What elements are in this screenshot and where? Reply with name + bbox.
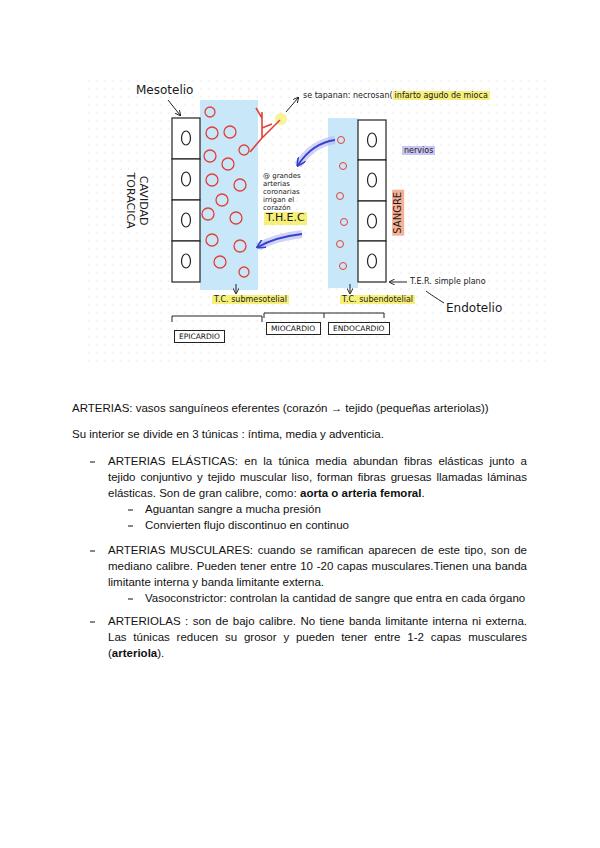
layer-name: MIOCARDIO [271,324,316,333]
tissue-label: T.C. subendotelial [340,295,415,304]
text-run: Su interior se divide en 3 túnicas : ínt… [72,428,384,440]
leader-arrow [390,282,407,283]
layer-name: EPICARDIO [179,332,220,341]
text-run: ARTERIAS MUSCULARES: cuando se ramifican… [108,544,527,588]
bracket [264,313,384,318]
blood-label: SANGRE [392,190,404,236]
bullet-dashes [90,462,133,622]
coronary-artery [250,108,280,152]
text-run: ARTERIAS: vasos sanguíneos eferentes (co… [72,402,489,414]
leader-arrow [168,100,180,115]
bullet-text: ARTERIAS ELÁSTICAS: en la túnica media a… [108,453,527,501]
cell-nuclei [368,133,377,268]
epithelium-label: T.E.R. simple plano [410,277,486,286]
heading-line: ARTERIAS: vasos sanguíneos eferentes (co… [72,400,542,416]
leader-arrow [236,284,237,293]
text-run: Vasoconstrictor: controlan la cantidad d… [145,592,525,604]
leader-arrow [286,98,298,112]
connective-band [200,100,258,290]
highlight-note: infarto agudo de mioca [393,91,490,100]
mesothelium-cells [172,118,200,282]
endothelium-label: Endotelio [446,302,502,316]
bold-term: arteriola [112,647,157,659]
layer-box: EPICARDIO [174,330,225,343]
arrow-glow [258,234,302,247]
body-line: Su interior se divide en 3 túnicas : ínt… [72,426,542,442]
bold-term: aorta o arteria femoral [300,487,421,499]
endothelium-cells [358,120,386,282]
cell-nuclei [182,131,191,268]
sub-bullet-text: Aguantan sangre a mucha presión [145,501,527,517]
sub-bullet-text: Convierten flujo discontinuo en continuo [145,517,527,533]
note-text: se tapanan: necrosan( [303,91,393,100]
tissue-label: T.H.E.C [264,212,307,225]
layer-box: ENDOCARDIO [328,322,390,335]
layer-box: MIOCARDIO [266,322,321,335]
small-red-cells [337,137,348,270]
dot-grid [88,74,550,364]
arrow-glow [298,140,335,165]
text-run: Aguantan sangre a mucha presión [145,503,321,515]
sub-bullet-text: Vasoconstrictor: controlan la cantidad d… [145,590,535,606]
text-run: . [421,487,424,499]
blue-arrow [298,140,335,165]
layer-name: ENDOCARDIO [333,324,385,333]
nerve-label: nervios [402,146,435,155]
blue-arrow [258,234,302,247]
bracket [172,316,262,322]
leader-line [426,291,444,303]
bullet-text: ARTERIOLAS : son de bajo calibre. No tie… [108,613,527,661]
leader-arrow [350,284,351,293]
mesothelium-label: Mesotelio [136,84,193,98]
cavity-label: CAVIDAD TORACICA [123,164,148,236]
bullet-text: ARTERIAS MUSCULARES: cuando se ramifican… [108,542,527,590]
tissue-label: T.C. submesotelial [212,295,289,304]
red-cells [202,107,249,277]
text-run: Convierten flujo discontinuo en continuo [145,519,349,531]
artery-note: @ grandes arterias coronarias irrigan el… [263,172,315,212]
text-run: ARTERIOLAS : son de bajo calibre. No tie… [108,615,527,659]
text-run: ). [157,647,164,659]
